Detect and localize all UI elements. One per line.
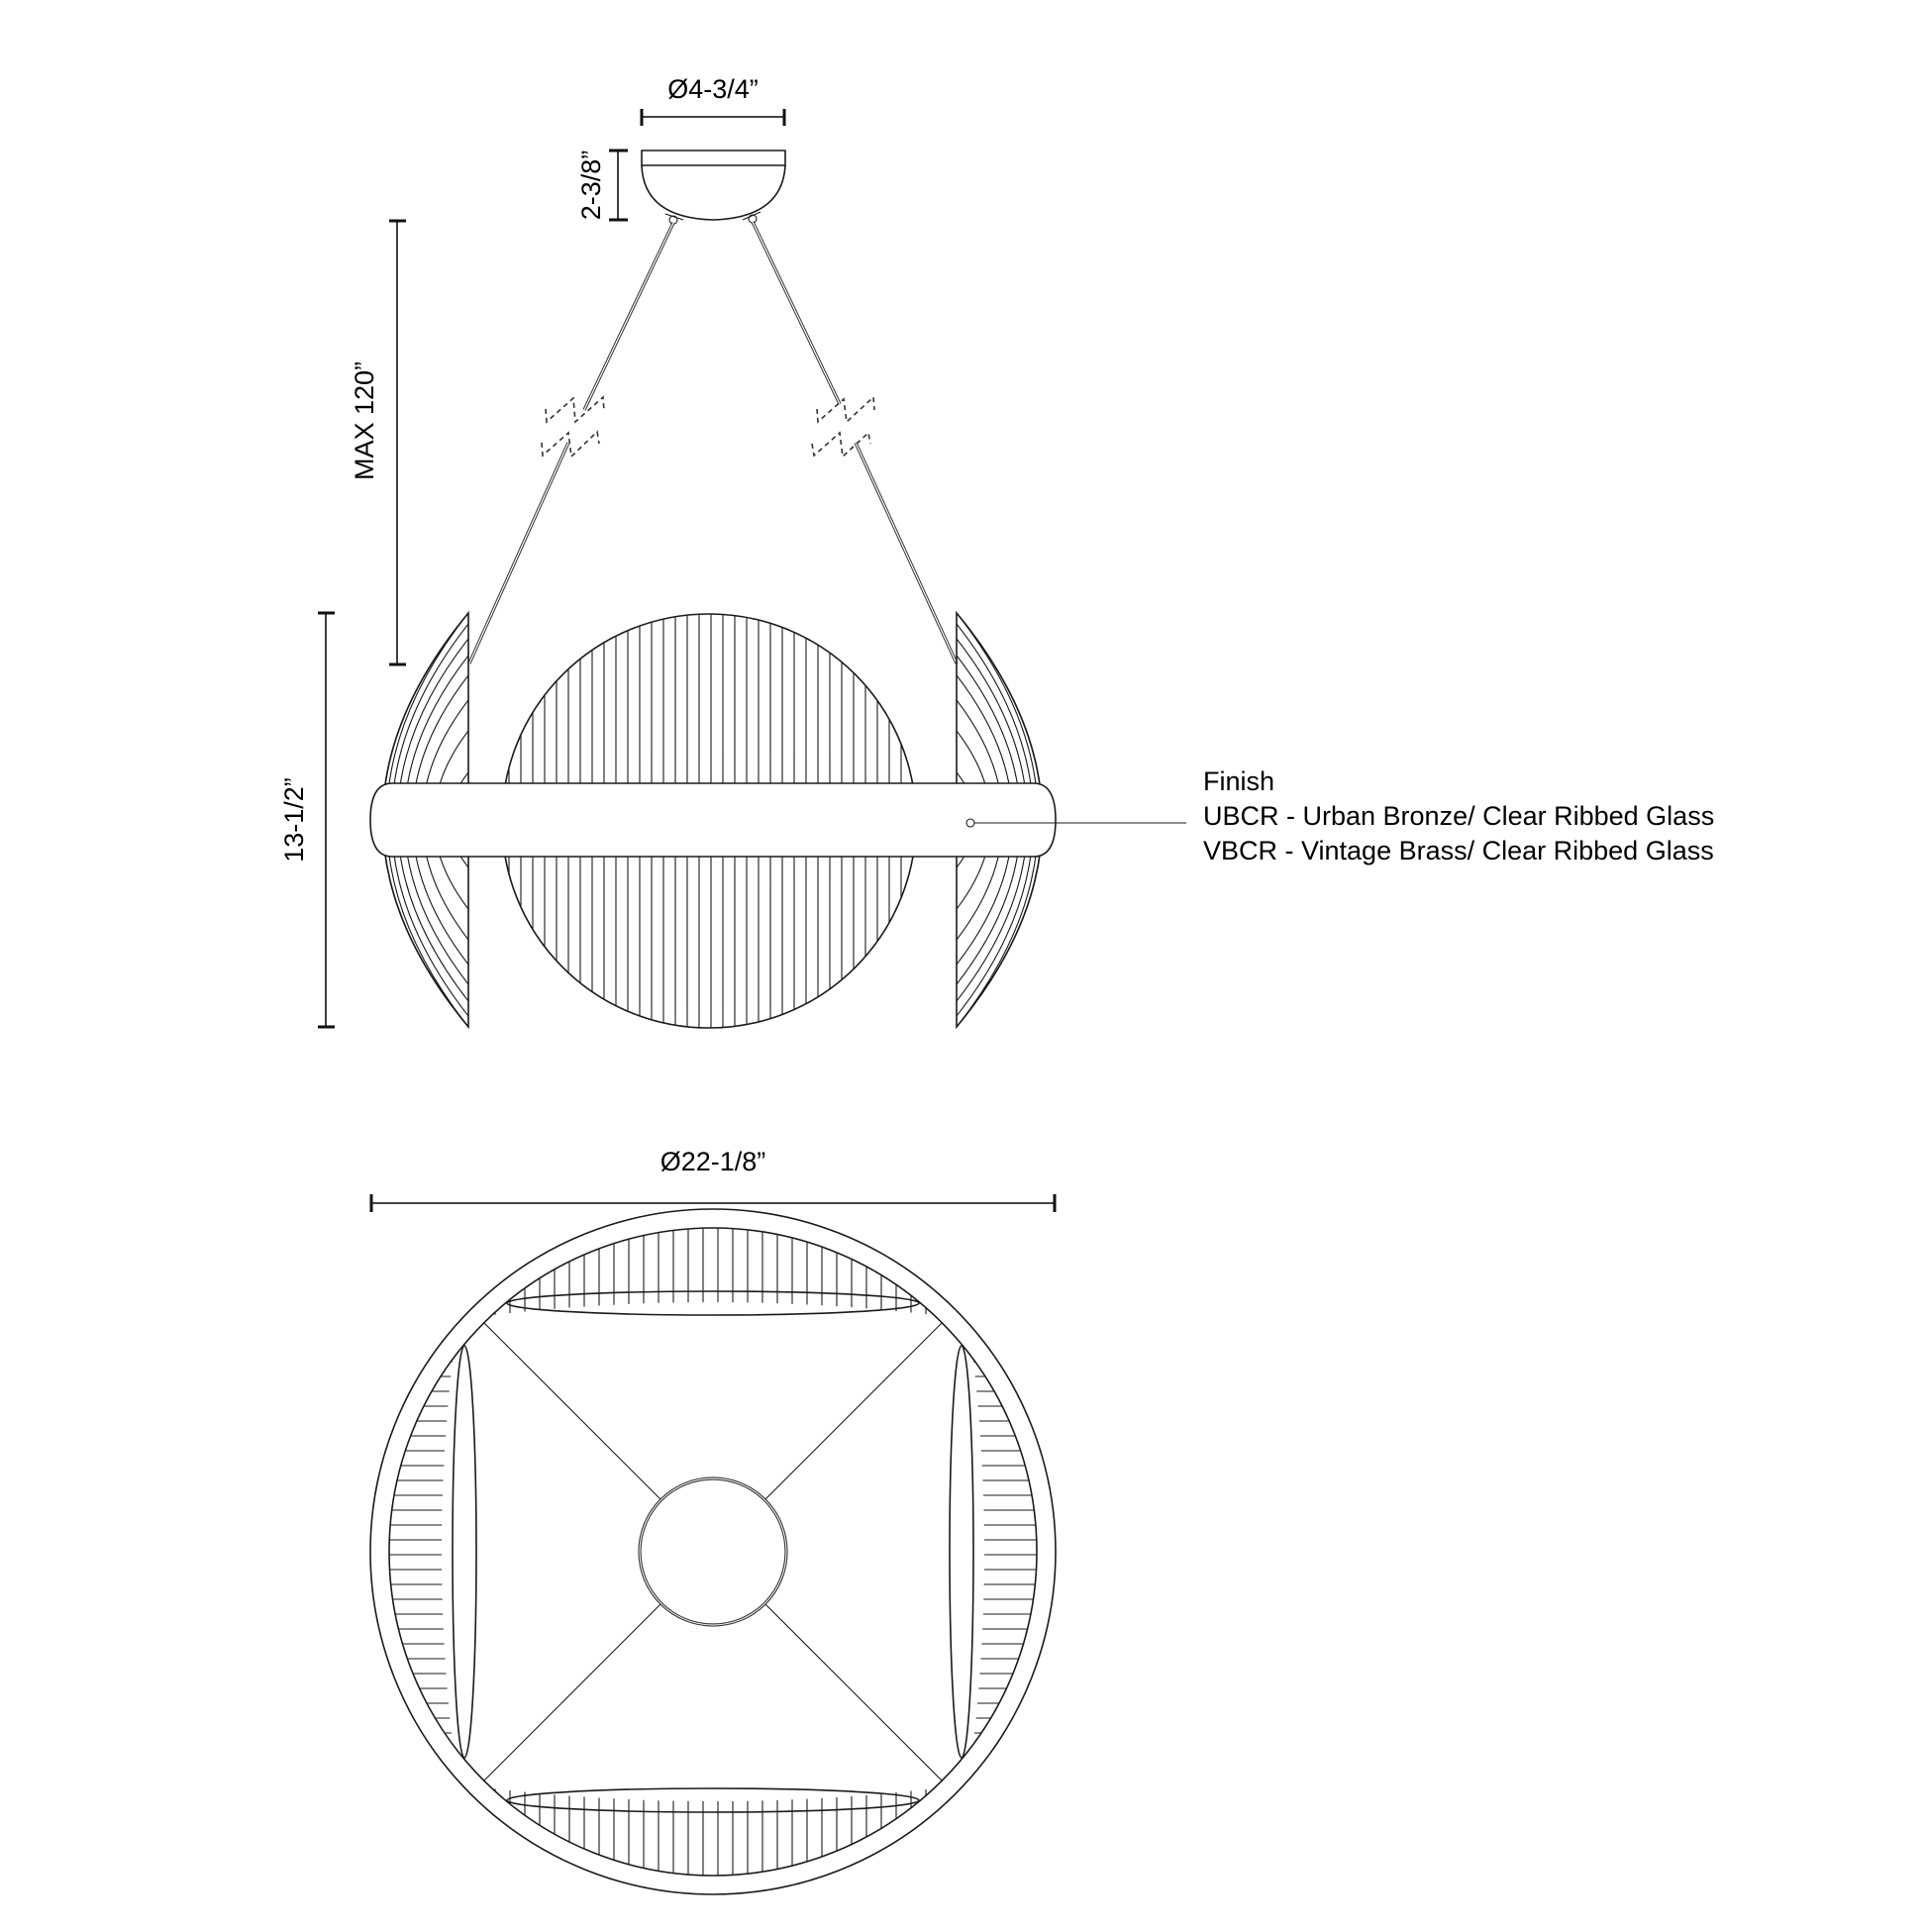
canopy-height-dimension: 2-3/8”	[576, 149, 628, 222]
plan-glass-lenses	[452, 1290, 974, 1813]
fixture-height-label: 13-1/2”	[279, 777, 309, 863]
max-length-label: MAX 120”	[350, 361, 379, 480]
finish-heading: Finish	[1203, 766, 1275, 796]
max-length-dimension: MAX 120”	[350, 219, 406, 666]
cable-break-symbol	[816, 395, 875, 424]
canopy	[641, 150, 786, 225]
canopy-height-label: 2-3/8”	[576, 151, 606, 221]
canopy-diameter-label: Ø4-3/4”	[667, 74, 759, 104]
led-bar	[369, 782, 1186, 858]
fixture-diameter-dimension: Ø22-1/8”	[369, 1147, 1057, 1212]
plan-hub	[638, 1476, 788, 1627]
fixture-diameter-label: Ø22-1/8”	[660, 1147, 766, 1176]
cable-break-symbol	[545, 395, 605, 424]
finish-callout: Finish UBCR - Urban Bronze/ Clear Ribbed…	[1203, 764, 1714, 868]
finish-option-ubcr: UBCR - Urban Bronze/ Clear Ribbed Glass	[1203, 801, 1715, 831]
plan-outer-ring	[369, 1208, 1057, 1895]
fixture-height-dimension: 13-1/2”	[279, 611, 335, 1029]
suspension-cables	[467, 221, 959, 664]
elevation-view: Ø4-3/4” 2-3/8” MAX 120”	[279, 74, 1186, 1030]
plan-arms	[483, 1322, 943, 1781]
canopy-diameter-dimension: Ø4-3/4”	[640, 74, 786, 126]
finish-option-vbcr: VBCR - Vintage Brass/ Clear Ribbed Glass	[1203, 836, 1714, 865]
plan-view: Ø22-1/8”	[369, 1147, 1057, 1895]
